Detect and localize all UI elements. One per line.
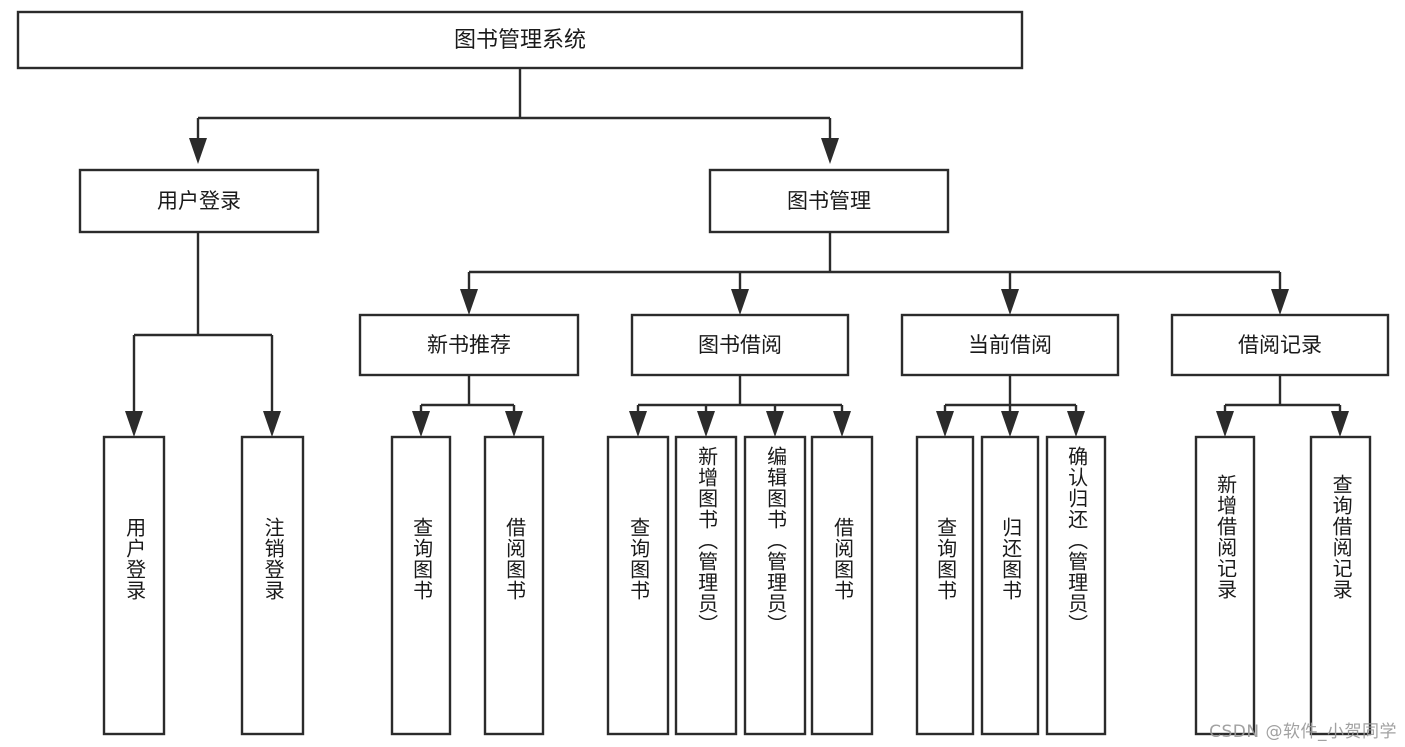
- arrow-current-leaf-1: [936, 411, 954, 437]
- arrow-borrow-leaf-3: [766, 411, 784, 437]
- leaf-box-record-1[interactable]: [1194, 435, 1256, 736]
- node-box-borrow-record[interactable]: [1170, 313, 1390, 377]
- node-label-user-login: 用户登录: [157, 189, 241, 213]
- arrow-recommend-leaf-2: [505, 411, 523, 437]
- arrow-to-book-manage: [821, 138, 839, 164]
- node-label-book-manage: 图书管理: [787, 189, 871, 213]
- node-box-current-borrow[interactable]: [900, 313, 1120, 377]
- leaf-box-recommend-1[interactable]: [390, 435, 452, 736]
- node-box-book-borrow[interactable]: [630, 313, 850, 377]
- node-box-user-login[interactable]: [78, 168, 320, 234]
- node-label-root: 图书管理系统: [454, 28, 586, 53]
- arrow-recommend-leaf-1: [412, 411, 430, 437]
- arrow-to-book-borrow: [731, 289, 749, 315]
- node-layer: 图书管理系统 用户登录 图书管理 新书推荐 图书借阅 当前借阅 借阅记录: [16, 10, 1390, 736]
- node-label-book-borrow: 图书借阅: [698, 333, 782, 357]
- leaf-box-current-2[interactable]: [980, 435, 1040, 736]
- arrow-current-leaf-2: [1001, 411, 1019, 437]
- arrow-to-user-login: [189, 138, 207, 164]
- arrow-borrow-leaf-1: [629, 411, 647, 437]
- csdn-watermark: CSDN @软件_小贺同学: [1209, 722, 1397, 742]
- node-box-book-manage[interactable]: [708, 168, 950, 234]
- node-box-new-book-recommend[interactable]: [358, 313, 580, 377]
- arrow-record-leaf-2: [1331, 411, 1349, 437]
- arrow-current-leaf-3: [1067, 411, 1085, 437]
- arrow-user-login-leaf-2: [263, 411, 281, 437]
- leaf-box-borrow-4[interactable]: [810, 435, 874, 736]
- leaf-box-current-1[interactable]: [915, 435, 975, 736]
- arrow-to-new-book-recommend: [460, 289, 478, 315]
- leaf-box-borrow-1[interactable]: [606, 435, 670, 736]
- arrow-borrow-leaf-4: [833, 411, 851, 437]
- arrow-record-leaf-1: [1216, 411, 1234, 437]
- leaf-box-borrow-3[interactable]: [743, 435, 807, 736]
- leaf-box-record-2[interactable]: [1309, 435, 1372, 736]
- leaf-box-current-3[interactable]: [1045, 435, 1107, 736]
- leaf-box-borrow-2[interactable]: [674, 435, 738, 736]
- node-box-root[interactable]: [16, 10, 1024, 70]
- arrow-user-login-leaf-1: [125, 411, 143, 437]
- node-label-current-borrow: 当前借阅: [968, 333, 1052, 357]
- arrow-to-current-borrow: [1001, 289, 1019, 315]
- node-label-borrow-record: 借阅记录: [1238, 333, 1322, 357]
- node-label-new-book-recommend: 新书推荐: [427, 333, 511, 357]
- leaf-box-recommend-2[interactable]: [483, 435, 545, 736]
- connector-layer: [125, 68, 1349, 437]
- arrow-borrow-leaf-2: [697, 411, 715, 437]
- leaf-box-user-login-2[interactable]: [240, 435, 305, 736]
- arrow-to-borrow-record: [1271, 289, 1289, 315]
- leaf-box-user-login-1[interactable]: [102, 435, 166, 736]
